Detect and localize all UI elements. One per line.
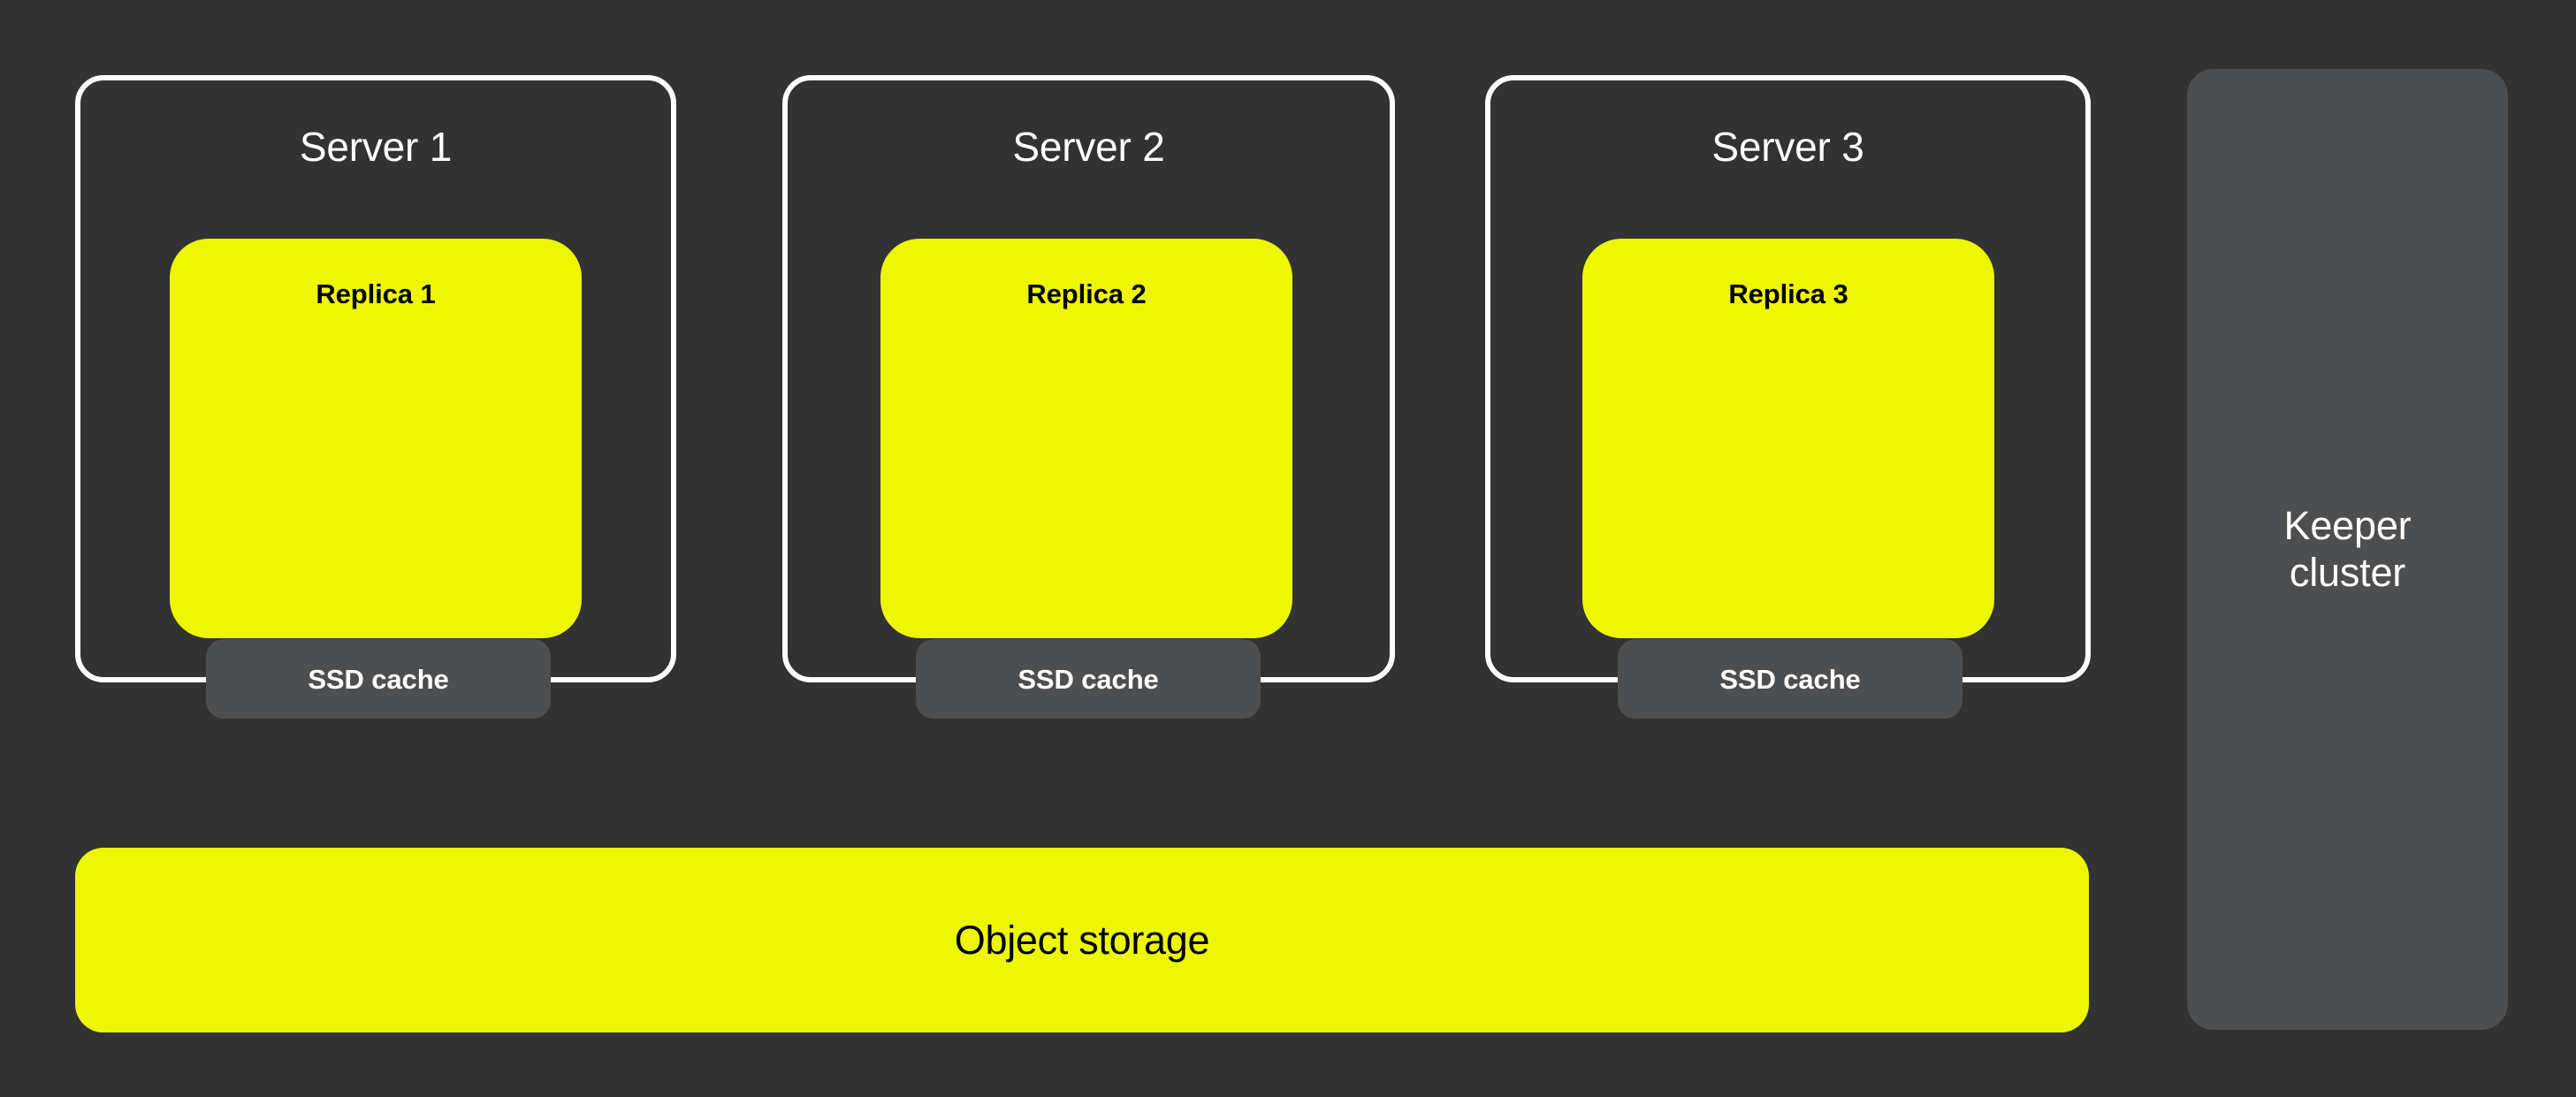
ssd-cache-label-1: SSD cache bbox=[308, 663, 449, 695]
replica-label-3: Replica 3 bbox=[1728, 278, 1848, 309]
replica-box-3: Replica 3 bbox=[1582, 239, 1994, 638]
replica-label-1: Replica 1 bbox=[316, 278, 436, 309]
keeper-cluster-box: Keeper cluster bbox=[2187, 69, 2508, 1030]
keeper-cluster-label: Keeper cluster bbox=[2283, 502, 2412, 595]
server-title-3: Server 3 bbox=[1711, 124, 1864, 170]
ssd-cache-box-3: SSD cache bbox=[1618, 639, 1962, 719]
replica-label-2: Replica 2 bbox=[1026, 278, 1147, 309]
replica-box-1: Replica 1 bbox=[170, 239, 582, 638]
ssd-cache-box-2: SSD cache bbox=[916, 639, 1261, 719]
ssd-cache-label-3: SSD cache bbox=[1719, 663, 1861, 695]
object-storage-box: Object storage bbox=[75, 848, 2089, 1032]
ssd-cache-box-1: SSD cache bbox=[206, 639, 551, 719]
ssd-cache-label-2: SSD cache bbox=[1017, 663, 1159, 695]
server-title-1: Server 1 bbox=[299, 124, 453, 170]
object-storage-label: Object storage bbox=[954, 918, 1210, 963]
replica-box-2: Replica 2 bbox=[880, 239, 1292, 638]
server-title-2: Server 2 bbox=[1012, 124, 1165, 170]
